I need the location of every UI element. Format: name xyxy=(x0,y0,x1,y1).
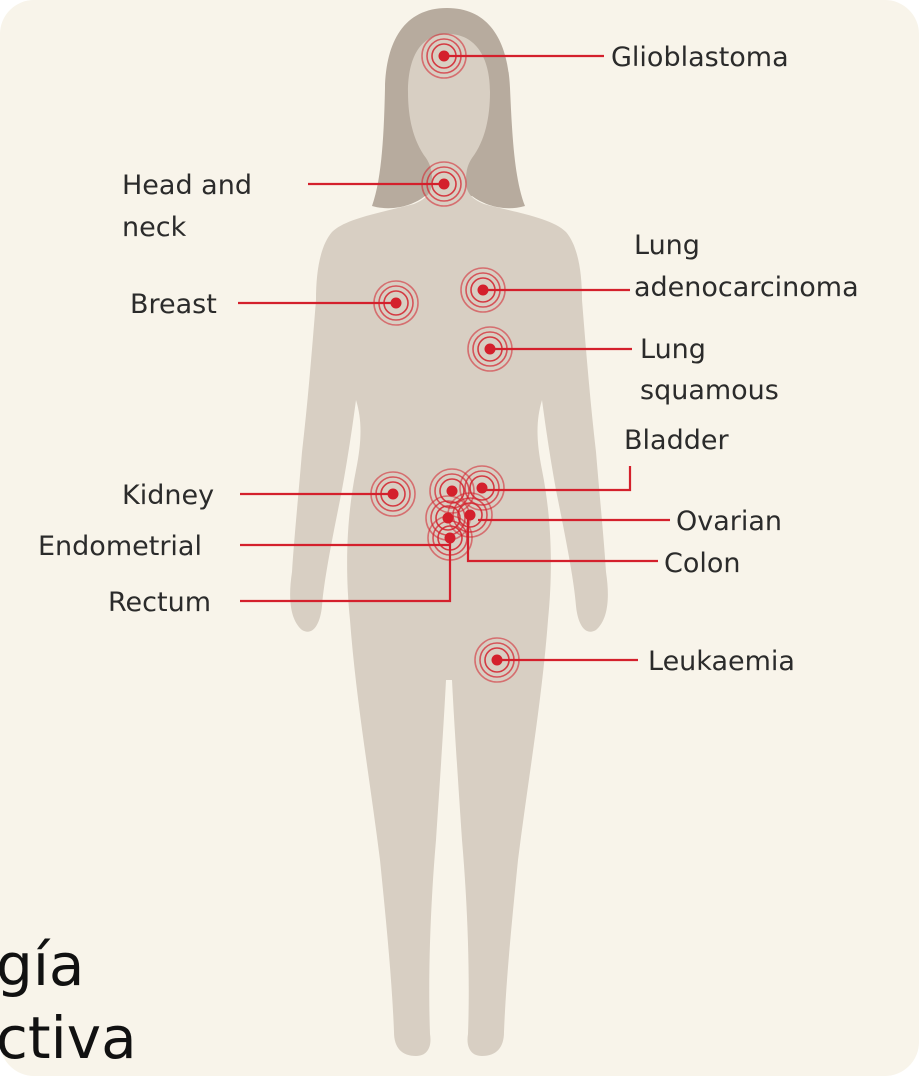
label-glioblastoma: Glioblastoma xyxy=(611,42,789,73)
label-lung-adeno-line2: adenocarcinoma xyxy=(634,272,859,303)
slide-text-fragment-2: ctiva xyxy=(0,1004,137,1072)
label-endometrial: Endometrial xyxy=(38,531,202,562)
label-head-neck-line1: Head and xyxy=(122,170,252,201)
slide-text-fragment-1: gía xyxy=(0,931,84,999)
label-lung-adeno-line1: Lung xyxy=(634,230,700,261)
label-rectum: Rectum xyxy=(108,587,211,618)
label-head-neck-line2: neck xyxy=(122,212,187,243)
label-lung-squamous-line1: Lung xyxy=(640,334,706,365)
label-lung-squamous-line2: squamous xyxy=(640,375,779,406)
label-ovarian: Ovarian xyxy=(676,506,782,537)
label-breast: Breast xyxy=(130,289,217,320)
label-bladder: Bladder xyxy=(624,425,729,456)
label-colon: Colon xyxy=(664,548,741,579)
label-kidney: Kidney xyxy=(122,480,214,511)
label-leukaemia: Leukaemia xyxy=(648,646,795,677)
